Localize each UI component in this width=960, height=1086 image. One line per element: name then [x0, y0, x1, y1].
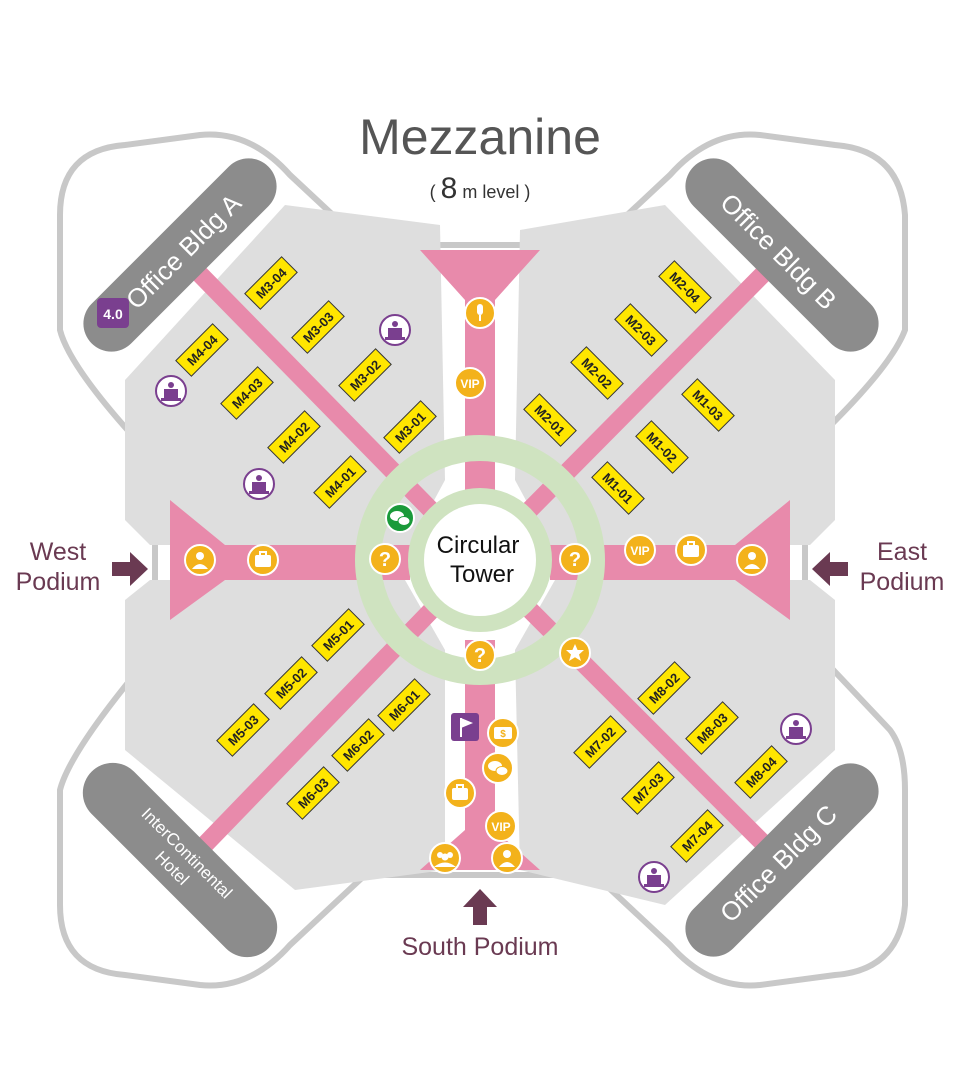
west-line2: Podium — [15, 568, 101, 596]
svg-text:VIP: VIP — [491, 820, 510, 834]
podium-lectern-icon[interactable] — [780, 713, 812, 745]
vip-icon[interactable]: VIP — [454, 367, 486, 399]
zone-southwest — [125, 580, 445, 890]
golf-flag-icon[interactable] — [451, 713, 479, 741]
podium-lectern-icon[interactable] — [155, 375, 187, 407]
info-person-icon[interactable] — [491, 842, 523, 874]
luggage-icon[interactable] — [247, 544, 279, 576]
microphone-icon[interactable] — [464, 297, 496, 329]
east-line1: East — [876, 538, 928, 566]
paren-close: ) — [524, 182, 531, 202]
info-person-icon[interactable] — [184, 544, 216, 576]
outer-ring — [355, 435, 605, 685]
podium-lectern-icon[interactable] — [638, 861, 670, 893]
luggage-icon[interactable] — [675, 534, 707, 566]
wechat-icon[interactable] — [482, 752, 514, 784]
svg-text:?: ? — [569, 549, 581, 571]
svg-text:?: ? — [474, 645, 486, 667]
west-arrow-icon — [112, 552, 148, 586]
help-icon[interactable]: ? — [559, 543, 591, 575]
group-icon[interactable] — [429, 842, 461, 874]
star-icon[interactable] — [559, 637, 591, 669]
icons: VIP VIP VIP??? $ — [155, 297, 812, 893]
level-number: 8 — [440, 172, 458, 205]
svg-text:$: $ — [500, 729, 506, 740]
luggage-icon[interactable] — [444, 777, 476, 809]
page-subtitle: ( 8 m level ) — [0, 172, 960, 206]
west-line1: West — [29, 538, 87, 566]
vip-icon[interactable]: VIP — [485, 810, 517, 842]
help-icon[interactable]: ? — [464, 639, 496, 671]
currency-exchange-icon[interactable]: $ — [487, 717, 519, 749]
svg-text:?: ? — [379, 549, 391, 571]
zone-northwest — [125, 205, 445, 545]
wechat-icon[interactable] — [385, 503, 415, 533]
rooms: M1-01M1-02M1-03M2-01M2-02M2-03M2-04M3-01… — [175, 256, 788, 863]
podium-lectern-icon[interactable] — [379, 314, 411, 346]
page-title: Mezzanine — [359, 109, 601, 165]
room-m4-03[interactable]: M4-03 — [220, 366, 274, 420]
svg-text:VIP: VIP — [460, 377, 479, 391]
east-podium-label[interactable]: East Podium — [852, 537, 952, 597]
room-m2-03[interactable]: M2-03 — [614, 303, 668, 357]
svg-text:4.0: 4.0 — [103, 306, 123, 322]
east-arrow-icon — [812, 552, 848, 586]
info-person-icon[interactable] — [736, 544, 768, 576]
svg-text:VIP: VIP — [630, 544, 649, 558]
badge-4-0[interactable]: 4.0 — [97, 298, 129, 328]
tower-label-2: Tower — [450, 561, 514, 588]
level-unit: m level — [462, 182, 520, 202]
east-line2: Podium — [859, 568, 945, 596]
vip-icon[interactable]: VIP — [624, 534, 656, 566]
tower-label-1: Circular — [437, 532, 520, 559]
circular-tower[interactable] — [408, 488, 552, 632]
south-podium-label[interactable]: South Podium — [401, 933, 559, 961]
paren-open: ( — [429, 182, 436, 202]
west-podium-label[interactable]: West Podium — [8, 537, 108, 597]
podium-lectern-icon[interactable] — [243, 468, 275, 500]
south-arrow-icon — [463, 889, 497, 925]
help-icon[interactable]: ? — [369, 543, 401, 575]
